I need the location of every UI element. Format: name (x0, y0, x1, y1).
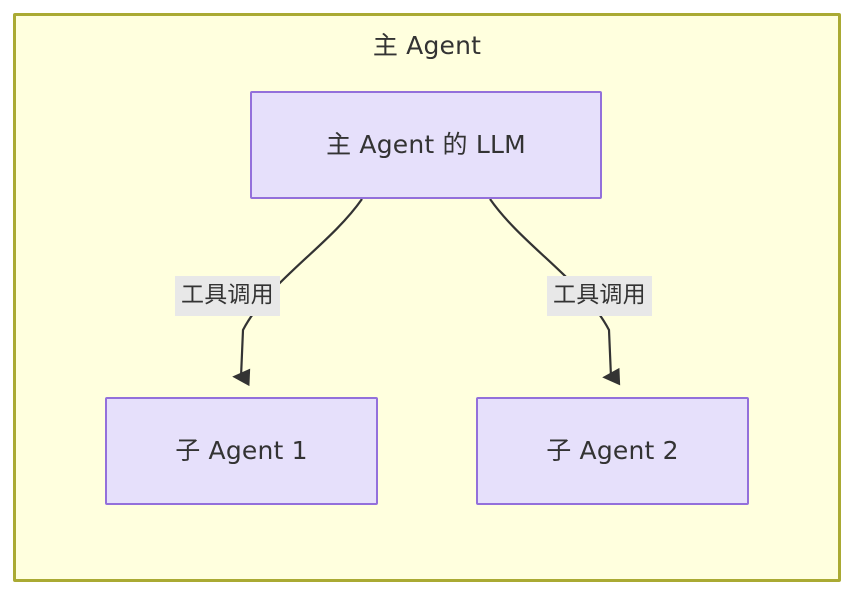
edge-label-tool-call-right: 工具调用 (547, 276, 652, 316)
node-child-agent-1[interactable]: 子 Agent 1 (105, 397, 378, 505)
edge-label-tool-call-left: 工具调用 (175, 276, 280, 316)
subgraph-title: 主 Agent (372, 31, 482, 60)
node-main-agent-llm[interactable]: 主 Agent 的 LLM (250, 91, 602, 199)
node-child-agent-2[interactable]: 子 Agent 2 (476, 397, 749, 505)
